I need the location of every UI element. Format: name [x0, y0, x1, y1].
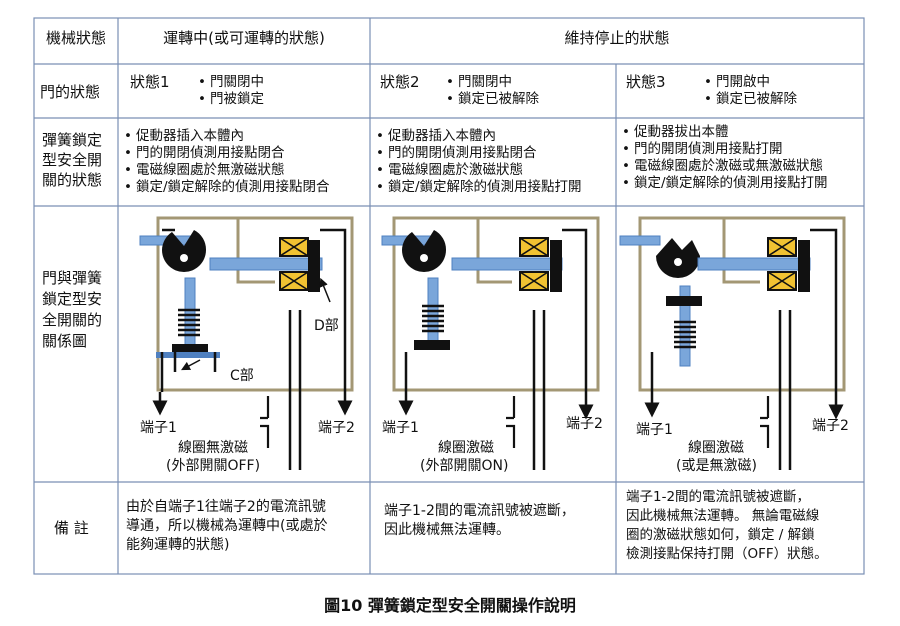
row-label-switch: 彈簧鎖定 型安全開 關的狀態 — [42, 131, 103, 189]
diagram-state2 — [381, 216, 600, 470]
state1-terminal1: 端子1 — [140, 420, 177, 436]
state1-remarks: 由於自端子1往端子2的電流訊號 導通，所以機械為運轉中(或處於 能夠運轉的狀態) — [126, 499, 328, 553]
state3-terminal1: 端子1 — [636, 422, 673, 438]
diagram-state1 — [139, 216, 354, 470]
state1-part-c: C部 — [230, 368, 254, 384]
state2-title: 狀態2 — [380, 73, 420, 91]
state2-terminal1: 端子1 — [382, 420, 419, 436]
row-label-relation: 門與彈簧 鎖定型安 全開關的 關係圖 — [42, 269, 103, 350]
state3-remarks: 端子1-2間的電流訊號被遮斷， 因此機械無法運轉。 無論電磁線 圈的激磁狀態如何… — [626, 489, 828, 562]
state1-external: (外部開關OFF) — [166, 458, 261, 474]
row-label-door: 門的狀態 — [40, 83, 101, 101]
header-running: 運轉中(或可運轉的狀態) — [163, 29, 325, 47]
header-stopped: 維持停止的狀態 — [564, 29, 670, 47]
state1-title: 狀態1 — [130, 73, 170, 91]
header-machine-state: 機械狀態 — [45, 29, 106, 47]
state3-title: 狀態3 — [626, 73, 666, 91]
state3-coil: 線圈激磁 — [688, 440, 744, 456]
state1-terminal2: 端子2 — [318, 420, 355, 436]
state1-switch-list: 促動器插入本體內 門的開閉偵測用接點閉合 電磁線圈處於無激磁狀態 鎖定/鎖定解除… — [124, 128, 330, 196]
state3-terminal2: 端子2 — [812, 418, 849, 434]
cam-icon — [162, 230, 207, 272]
cam-icon — [402, 230, 447, 272]
state1-part-d: D部 — [314, 318, 339, 334]
figure-caption: 圖10 彈簧鎖定型安全開關操作說明 — [324, 596, 576, 615]
state2-external: (外部開關ON) — [420, 458, 509, 474]
state1-coil: 線圈無激磁 — [178, 440, 248, 456]
row-label-remarks: 備 註 — [54, 519, 89, 537]
state3-switch-list: 促動器拔出本體 門的開閉偵測用接點打開 電磁線圈處於激磁或無激磁狀態 鎖定/鎖定… — [622, 124, 828, 192]
state2-coil: 線圈激磁 — [438, 440, 494, 456]
actuator-icon — [619, 235, 661, 246]
state3-external: (或是無激磁) — [676, 458, 757, 474]
state2-remarks: 端子1-2間的電流訊號被遮斷， 因此機械無法運轉。 — [384, 503, 575, 538]
diagram-state3 — [619, 216, 846, 470]
state2-terminal2: 端子2 — [566, 416, 603, 432]
state2-switch-list: 促動器插入本體內 門的開閉偵測用接點閉合 電磁線圈處於激磁狀態 鎖定/鎖定解除的… — [376, 128, 582, 196]
